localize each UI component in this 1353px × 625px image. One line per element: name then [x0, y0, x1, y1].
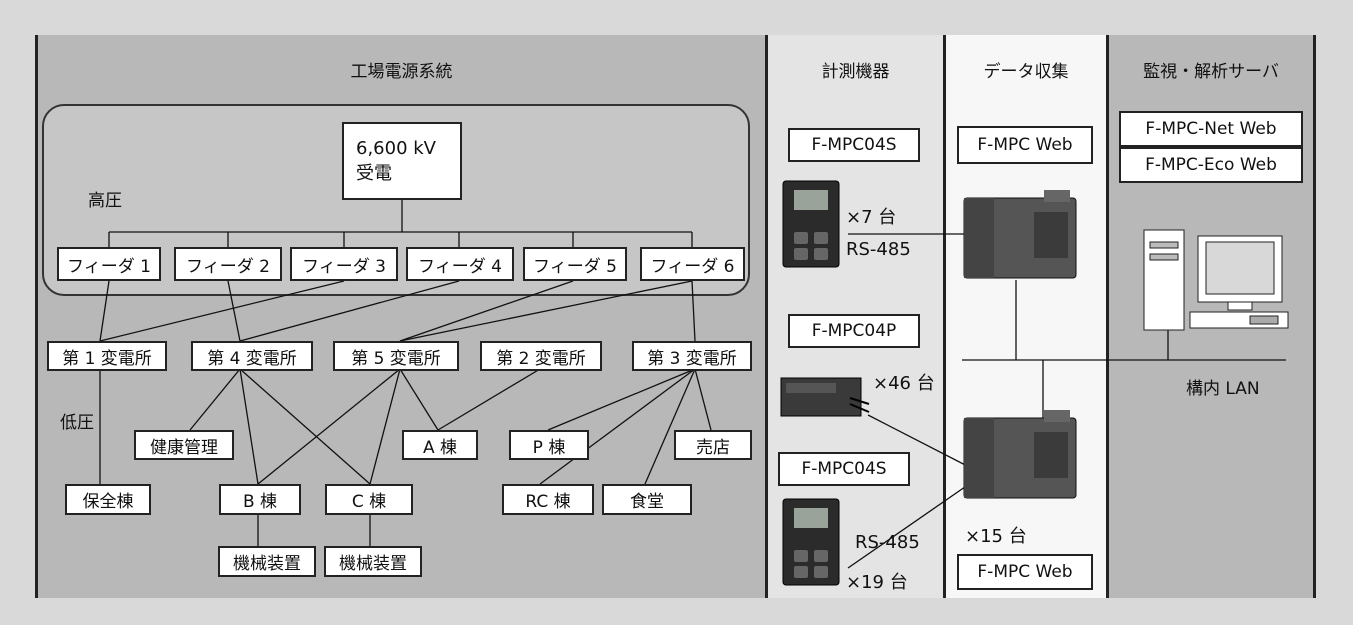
load-box-p: P 棟	[509, 430, 589, 460]
f-mpc04s-meter-icon	[782, 498, 840, 586]
receiving-label: 受電	[356, 159, 392, 185]
load-box-shokudo: 食堂	[602, 484, 692, 515]
low-voltage-label: 低圧	[60, 408, 94, 433]
feeder-box: フィーダ 6	[640, 247, 745, 281]
rs485-label: RS-485	[855, 532, 920, 553]
load-box-b: B 棟	[219, 484, 301, 515]
collector-label-box: F-MPC Web	[957, 126, 1093, 164]
computer-icon	[1142, 228, 1290, 334]
server-app-box: F-MPC-Net Web	[1119, 111, 1303, 147]
f-mpc04p-meter-icon	[780, 374, 870, 420]
substation-box: 第 1 変電所	[47, 341, 167, 371]
collector-label-box: F-MPC Web	[957, 554, 1093, 590]
feeder-box: フィーダ 2	[174, 247, 282, 281]
load-box-machine: 機械装置	[218, 546, 316, 577]
receiving-box: 6,600 kV 受電	[342, 122, 462, 200]
f-mpc04s-meter-icon	[782, 180, 840, 268]
feeder-box: フィーダ 1	[57, 247, 161, 281]
substation-box: 第 2 変電所	[480, 341, 602, 371]
load-box-a: A 棟	[402, 430, 478, 460]
feeder-box: フィーダ 3	[290, 247, 398, 281]
lan-label: 構内 LAN	[1186, 374, 1260, 399]
load-box-rc: RC 棟	[502, 484, 594, 515]
feeder-box: フィーダ 5	[523, 247, 627, 281]
server-app-box: F-MPC-Eco Web	[1119, 147, 1303, 183]
collector-count: ×15 台	[965, 522, 1027, 548]
rs485-label: RS-485	[846, 239, 911, 260]
load-box-machine: 機械装置	[324, 546, 422, 577]
receiving-voltage: 6,600 kV	[356, 138, 436, 159]
meter-name-box: F-MPC04P	[788, 314, 920, 348]
load-box-kenko: 健康管理	[134, 430, 234, 460]
substation-box: 第 5 変電所	[333, 341, 459, 371]
meter-name-box: F-MPC04S	[788, 128, 920, 162]
substation-box: 第 3 変電所	[632, 341, 752, 371]
load-box-hozen: 保全棟	[65, 484, 151, 515]
f-mpc-web-unit-icon	[962, 410, 1080, 502]
meter-count: ×19 台	[846, 568, 908, 594]
high-voltage-label: 高圧	[88, 186, 122, 211]
meter-name-box: F-MPC04S	[778, 452, 910, 486]
meter-count: ×46 台	[873, 369, 935, 395]
load-box-c: C 棟	[325, 484, 413, 515]
load-box-baiten: 売店	[674, 430, 752, 460]
f-mpc-web-unit-icon	[962, 190, 1080, 282]
meter-count: ×7 台	[846, 203, 896, 229]
substation-box: 第 4 変電所	[191, 341, 313, 371]
feeder-box: フィーダ 4	[406, 247, 514, 281]
